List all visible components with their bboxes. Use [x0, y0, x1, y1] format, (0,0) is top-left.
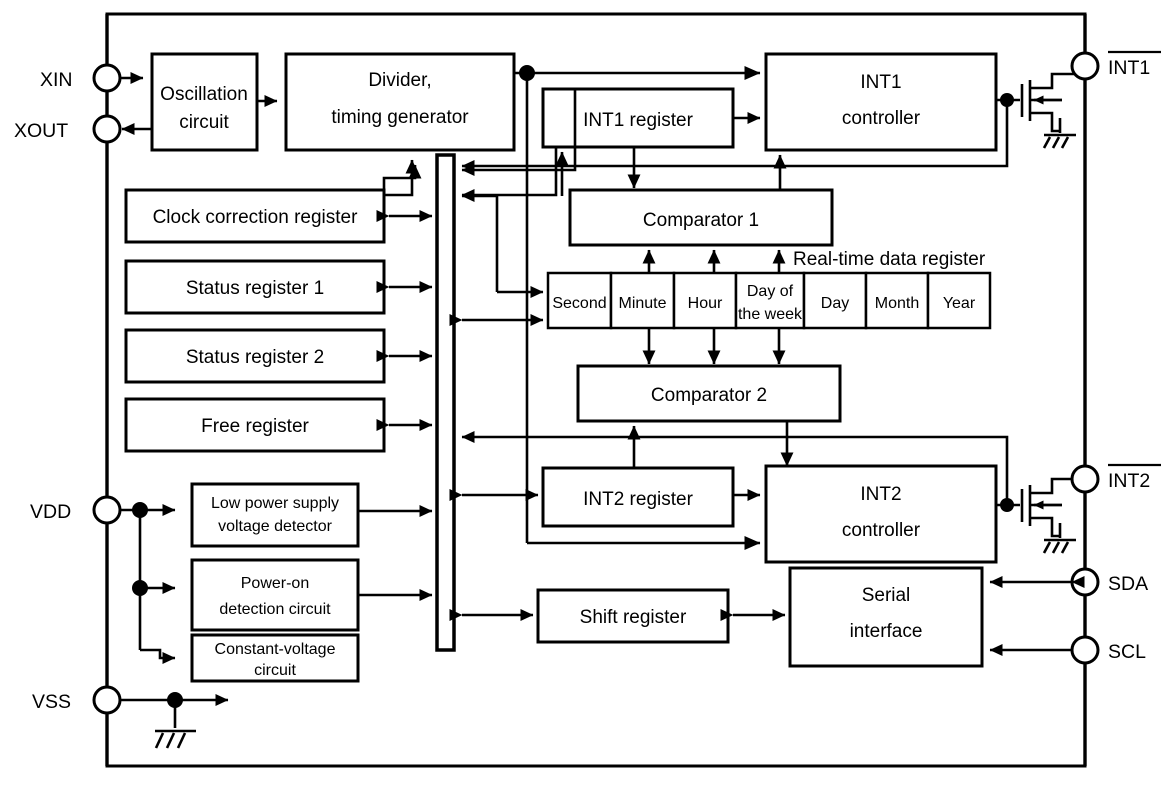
ground-symbol-vss	[154, 700, 196, 749]
lowpower-line2: voltage detector	[218, 518, 333, 535]
clock-correction-label: Clock correction register	[153, 207, 359, 228]
cell-dow-line2: the week	[738, 306, 803, 323]
block-divider-timing-generator[interactable]	[284, 52, 516, 152]
block-status-register-2[interactable]	[124, 328, 386, 384]
divider-line1: Divider,	[368, 70, 431, 91]
poweron-line2: detection circuit	[219, 601, 331, 618]
pin-label-xout: XOUT	[14, 120, 68, 142]
block-status-register-1[interactable]	[124, 259, 386, 315]
pad-vss[interactable]	[92, 685, 122, 715]
block-free-register[interactable]	[124, 397, 386, 453]
constvolt-line2: circuit	[254, 662, 296, 679]
cell-hour-label: Hour	[688, 295, 723, 312]
lowpower-line1: Low power supply	[211, 495, 339, 512]
cell-month-label: Month	[875, 295, 919, 312]
block-serial-interface[interactable]	[788, 566, 984, 668]
block-clock-correction-register[interactable]	[124, 188, 386, 244]
pin-label-int1: INT1	[1108, 57, 1150, 79]
pin-label-vss: VSS	[32, 691, 71, 713]
realtime-data-register: Second Minute Hour Day of the week Day M…	[546, 271, 992, 330]
block-comparator-2[interactable]	[576, 364, 842, 423]
int1-ctrl-line2: controller	[842, 108, 921, 129]
block-power-on-detection-circuit[interactable]	[190, 558, 360, 632]
pad-scl[interactable]	[1070, 635, 1100, 665]
pad-int1[interactable]	[1070, 51, 1100, 81]
comparator1-label: Comparator 1	[643, 210, 759, 231]
pad-xout[interactable]	[92, 114, 122, 144]
int2-ctrl-line2: controller	[842, 520, 921, 541]
cell-year-label: Year	[943, 295, 976, 312]
pin-label-int2: INT2	[1108, 470, 1150, 492]
wire-clockcorr-up	[384, 159, 419, 197]
pad-xin[interactable]	[92, 63, 122, 93]
block-int2-register[interactable]	[541, 466, 735, 528]
mosfet-int1	[1020, 72, 1076, 149]
cell-month[interactable]	[864, 271, 930, 330]
cell-hour[interactable]	[672, 271, 738, 330]
comparator2-label: Comparator 2	[651, 385, 767, 406]
block-comparator-1[interactable]	[568, 188, 834, 247]
cell-second-label: Second	[552, 295, 606, 312]
block-oscillation-circuit[interactable]	[150, 52, 259, 152]
wire-bus-rtc-riser	[479, 194, 499, 292]
cell-minute-label: Minute	[618, 295, 666, 312]
realtime-register-caption: Real-time data register	[793, 249, 986, 270]
int1-ctrl-line1: INT1	[860, 72, 901, 93]
shift-register-label: Shift register	[580, 607, 687, 628]
pin-label-vdd: VDD	[30, 501, 71, 523]
oscillation-line1: Oscillation	[160, 84, 248, 105]
wire-int1reg-to-bus-a	[461, 89, 577, 176]
int2-register-label: INT2 register	[583, 489, 693, 510]
serial-line2: interface	[850, 621, 923, 642]
block-int2-controller[interactable]	[764, 464, 998, 564]
wire-int1out-to-bus	[461, 100, 1009, 172]
internal-data-bus	[435, 153, 456, 652]
pad-vdd[interactable]	[92, 495, 122, 525]
wire-int2out-to-bus	[461, 431, 1009, 505]
int1-register-label: INT1 register	[583, 110, 693, 131]
serial-line1: Serial	[862, 585, 911, 606]
cell-second[interactable]	[546, 271, 613, 330]
divider-line2: timing generator	[331, 107, 469, 128]
block-shift-register[interactable]	[536, 588, 730, 644]
wire-vdd-to-constvolt	[140, 648, 176, 664]
oscillation-line2: circuit	[179, 112, 229, 133]
cell-year[interactable]	[926, 271, 992, 330]
int2-ctrl-line1: INT2	[860, 484, 901, 505]
free-register-label: Free register	[201, 416, 309, 437]
constvolt-line1: Constant-voltage	[215, 641, 336, 658]
pad-int2[interactable]	[1070, 464, 1100, 494]
poweron-line1: Power-on	[241, 575, 309, 592]
junction-int2-gate	[1000, 498, 1014, 512]
pin-label-scl: SCL	[1108, 641, 1146, 663]
status2-label: Status register 2	[186, 347, 324, 368]
block-constant-voltage-circuit[interactable]	[190, 633, 360, 683]
pin-label-xin: XIN	[40, 69, 73, 91]
mosfet-int2	[1020, 477, 1076, 554]
cell-day-label: Day	[821, 295, 849, 312]
pad-sda[interactable]	[1070, 567, 1100, 597]
cell-day-of-the-week[interactable]	[734, 271, 806, 330]
status1-label: Status register 1	[186, 278, 324, 299]
block-low-power-supply-voltage-detector[interactable]	[190, 482, 360, 548]
block-int1-controller[interactable]	[764, 52, 998, 152]
pin-label-sda: SDA	[1108, 573, 1148, 595]
cell-dow-line1: Day of	[747, 283, 794, 300]
